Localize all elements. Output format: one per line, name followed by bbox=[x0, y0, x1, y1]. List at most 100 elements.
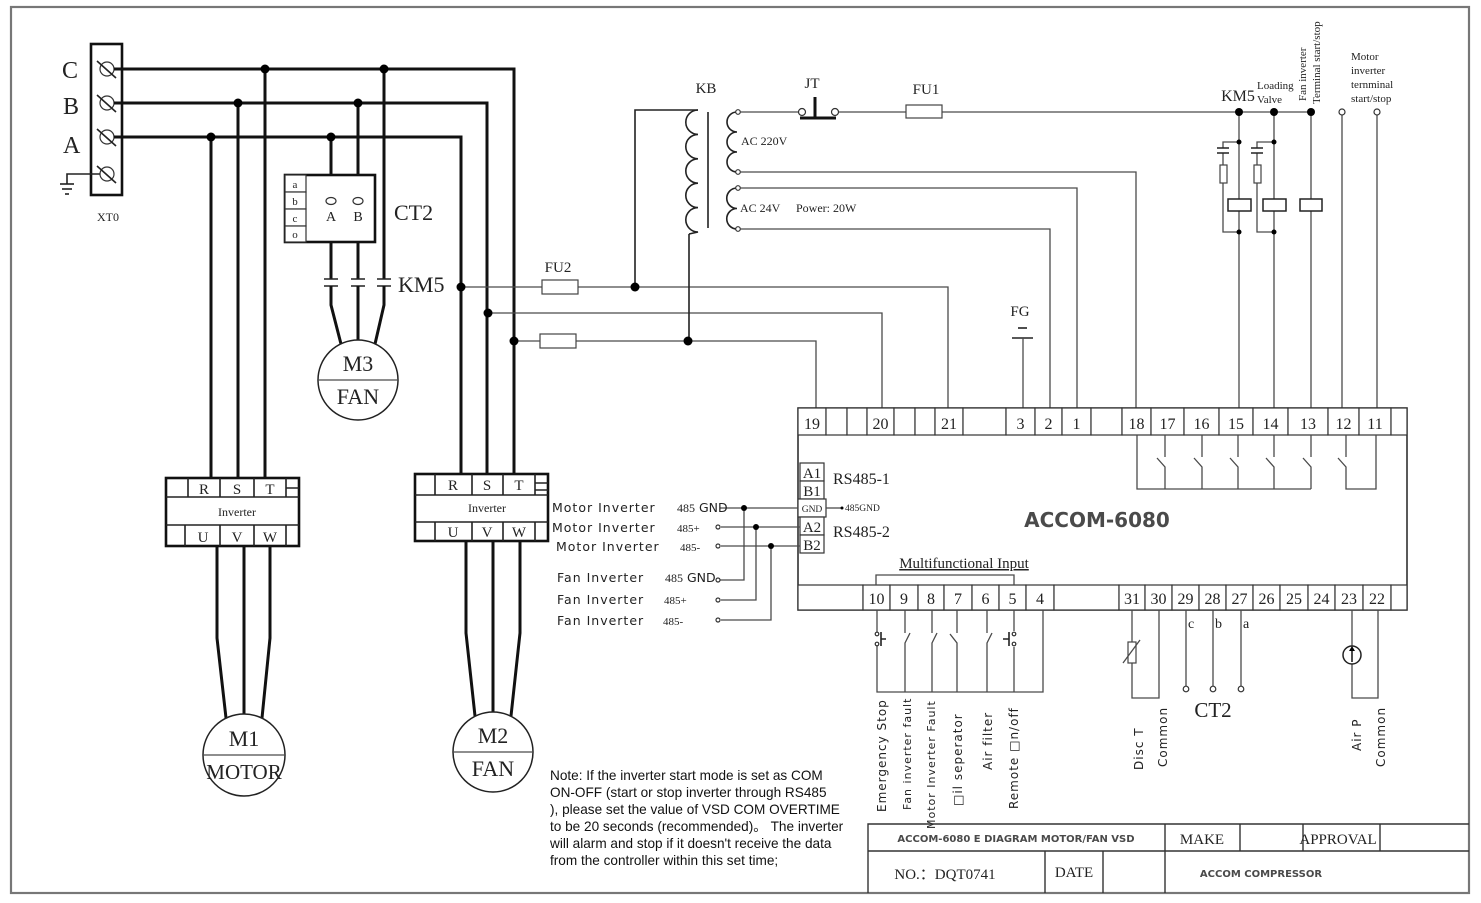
m2-fan-motor: M2 FAN bbox=[452, 711, 534, 793]
wire-485-gnd bbox=[720, 507, 798, 581]
terminal-cell bbox=[1061, 407, 1092, 436]
pushbutton-actuator bbox=[1003, 632, 1010, 646]
output-v: V bbox=[232, 530, 243, 546]
secondary-coil-220v bbox=[726, 111, 738, 173]
jt-button bbox=[800, 97, 836, 120]
signal: 485- bbox=[663, 616, 684, 628]
terminal-number: 28 bbox=[1205, 591, 1221, 608]
note-line: Note: If the inverter start mode is set … bbox=[550, 768, 823, 783]
terminal-cell bbox=[1307, 584, 1336, 611]
fg-label: FG bbox=[1010, 304, 1029, 320]
motor-inverter-label: inverter bbox=[1351, 65, 1386, 77]
terminal-number: 17 bbox=[1160, 416, 1176, 433]
digital-inputs: Emergency Stop Fan inverter fault Motor … bbox=[874, 610, 1044, 829]
ct2-signal-wiring: c b a CT2 bbox=[1182, 610, 1250, 722]
transformer-kb: KB AC 220V AC 24V Power: 20W bbox=[685, 81, 857, 235]
pushbutton-contact bbox=[1011, 631, 1017, 637]
terminal-cell bbox=[846, 407, 868, 436]
wire-to-terminal-19 bbox=[514, 340, 817, 408]
junction-dot bbox=[1270, 108, 1278, 116]
device: Fan Inverter bbox=[557, 570, 644, 585]
wire-to-terminal-1 bbox=[740, 187, 1078, 408]
snubber-capacitor bbox=[1217, 147, 1229, 154]
phase-c-wire bbox=[114, 67, 516, 474]
input-s: S bbox=[233, 482, 241, 498]
loading-valve-label: Valve bbox=[1257, 94, 1282, 106]
company-name: ACCOM COMPRESSOR bbox=[1200, 869, 1322, 880]
terminal-cell bbox=[797, 584, 864, 611]
signal: 485+ bbox=[664, 595, 687, 607]
controller-model: ACCOM-6080 bbox=[1024, 508, 1170, 532]
input-label: Air filter bbox=[981, 712, 995, 770]
terminal-cell bbox=[1225, 584, 1254, 611]
internal-relay-outputs bbox=[1136, 435, 1377, 490]
wire-to-terminals-12-11 bbox=[1341, 115, 1378, 408]
open-terminal bbox=[1237, 685, 1245, 693]
junction-dot bbox=[683, 336, 693, 346]
terminal-slash bbox=[96, 60, 117, 79]
junction-dot bbox=[353, 98, 363, 108]
secondary-coil-24v bbox=[726, 187, 738, 230]
fu2-label: FU2 bbox=[545, 260, 572, 276]
disc-t-wire bbox=[1131, 610, 1160, 699]
note-text: Note: If the inverter start mode is set … bbox=[549, 768, 844, 868]
terminal-cell bbox=[1327, 407, 1360, 436]
port-label: A2 bbox=[803, 520, 821, 536]
inverter-box bbox=[413, 472, 550, 543]
terminal-cell bbox=[914, 407, 936, 436]
junction-dot bbox=[379, 64, 389, 74]
motor-type: MOTOR bbox=[206, 760, 281, 784]
rs485-ports: A1 B1 GND A2 B2 RS485-1 RS485-2 485GND bbox=[797, 462, 890, 554]
device: Fan Inverter bbox=[557, 613, 644, 628]
wire-to-terminal-21 bbox=[461, 286, 949, 408]
open-terminal bbox=[1373, 108, 1381, 116]
terminal-cell bbox=[1090, 407, 1123, 436]
open-terminal bbox=[1209, 685, 1217, 693]
signal: 485+ bbox=[677, 523, 700, 535]
pushbutton-actuator bbox=[880, 632, 886, 646]
terminal-cell bbox=[962, 407, 1007, 436]
ground-lead bbox=[66, 173, 100, 184]
m1-compressor-motor: M1 MOTOR bbox=[202, 713, 286, 797]
motor-inverter-label: ternminal bbox=[1351, 79, 1393, 91]
ct2-cell bbox=[284, 225, 307, 243]
power-bus bbox=[114, 64, 516, 478]
output-w: W bbox=[263, 530, 278, 546]
multifunctional-input-bracket bbox=[875, 574, 1015, 585]
motor-type: FAN bbox=[337, 384, 379, 409]
wire-485-plus bbox=[721, 526, 800, 601]
ct2-terminal-b-label: B bbox=[353, 210, 362, 225]
ct2-input-label: CT2 bbox=[1194, 698, 1231, 722]
device: Fan Inverter bbox=[557, 592, 644, 607]
note-line: will alarm and stop if it doesn't receiv… bbox=[549, 836, 832, 851]
control-220v-circuit: JT FU1 FG KM5 bbox=[740, 21, 1393, 408]
phase-b-label: B bbox=[63, 94, 79, 120]
terminal-number: 1 bbox=[1073, 416, 1081, 433]
gauge-needle-head bbox=[1349, 646, 1355, 651]
terminal-number: 30 bbox=[1151, 591, 1167, 608]
coil-terminal bbox=[735, 169, 741, 175]
switch-motor-inverter-fault bbox=[931, 610, 938, 692]
motor-inverter: R S T Inverter U V W bbox=[164, 476, 301, 719]
terminal-number: 22 bbox=[1369, 591, 1385, 608]
fuse-fu2 bbox=[541, 279, 579, 295]
terminal-cell bbox=[1053, 584, 1120, 611]
terminal-number: 10 bbox=[869, 591, 885, 608]
terminal-number: 31 bbox=[1124, 591, 1140, 608]
open-terminal bbox=[1338, 108, 1346, 116]
input-label: Motor Inverter Fault bbox=[925, 700, 938, 829]
junction-dot bbox=[741, 505, 747, 511]
port-label: B2 bbox=[803, 538, 821, 554]
disc-t-label: Disc T bbox=[1132, 727, 1146, 770]
terminal-cell bbox=[1390, 584, 1408, 611]
controller-body bbox=[797, 407, 1408, 611]
fuse-phase-c bbox=[539, 333, 577, 349]
multifunctional-input-label: Multifunctional Input bbox=[899, 556, 1029, 572]
motor-inverter-label: start/stop bbox=[1351, 93, 1392, 105]
pushbutton-icon bbox=[1003, 631, 1017, 647]
terminal-cell bbox=[889, 584, 919, 611]
snubber-resistor bbox=[1253, 164, 1262, 184]
ct2-current-transformer: a b c o A B CT2 bbox=[283, 173, 433, 244]
input-r: R bbox=[199, 482, 209, 498]
